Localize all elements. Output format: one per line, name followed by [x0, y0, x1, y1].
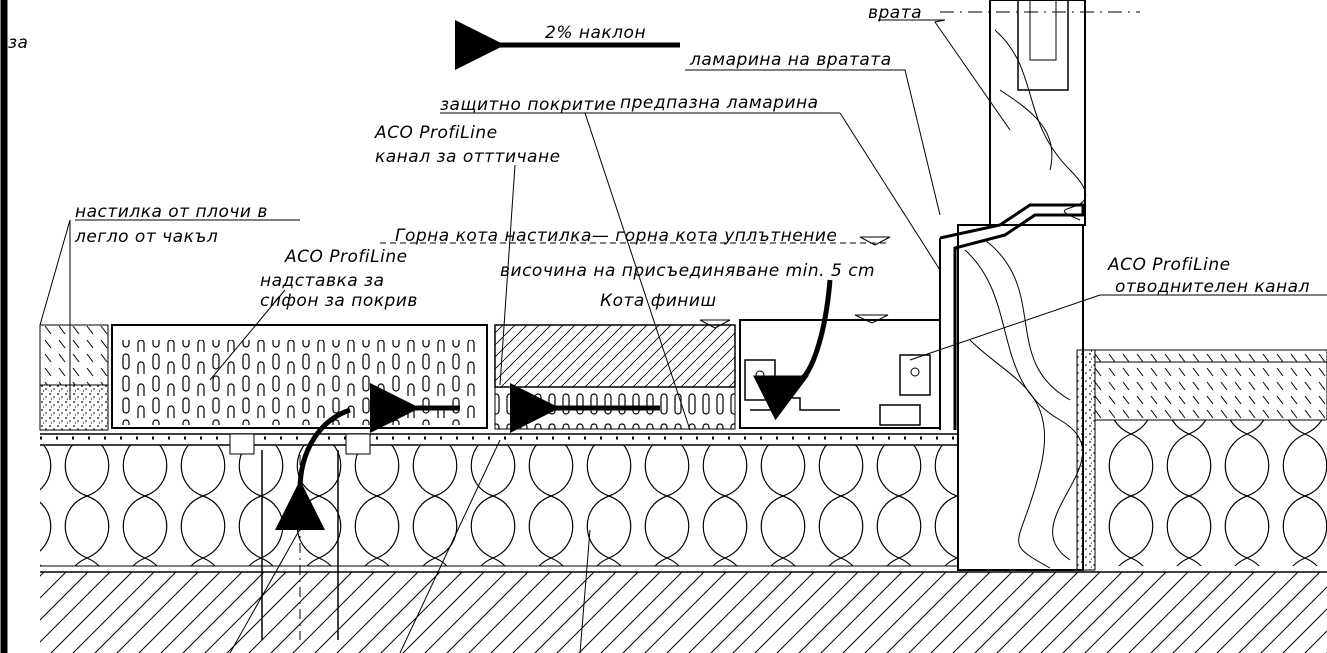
profiline-label-3: ACO ProfiLine	[1107, 255, 1231, 275]
finish-level-label: Кота финиш	[600, 291, 717, 311]
tile-paving-label: настилка от плочи в	[75, 202, 268, 222]
ground-layer	[40, 572, 1327, 653]
profiline-label-1: ACO ProfiLine	[374, 123, 498, 143]
extension-label: надставка за	[260, 271, 385, 291]
top-level-label: Горна кота настилка— горна кота уплътнен…	[395, 226, 837, 246]
door-label: врата	[868, 3, 922, 23]
gravel-bed-label: легло от чакъл	[74, 227, 218, 247]
door-sheet-label: ламарина на вратата	[689, 50, 892, 70]
door-frame	[957, 224, 1084, 571]
profiline-label-2: ACO ProfiLine	[284, 247, 408, 267]
corner-label: за	[8, 33, 28, 53]
insulation-layer-right	[1095, 420, 1327, 566]
insulation-layer	[40, 445, 958, 566]
door-leaf	[989, 0, 1086, 226]
drainage-channel-box	[739, 319, 941, 429]
roof-siphon-label: сифон за покрив	[260, 291, 418, 311]
right-wall	[1076, 349, 1096, 571]
flow-arrow-4	[753, 279, 833, 421]
drain-channel-label: канал за отттичане	[375, 147, 561, 167]
connection-height-label: височина на присъединяване min. 5 cm	[500, 261, 875, 281]
protective-sheet-label: предпазна ламарина	[620, 93, 819, 113]
door-sheet-metal	[939, 203, 1085, 430]
protective-coat-label: защитно покритие	[440, 95, 616, 115]
slope-label: 2% наклон	[545, 23, 646, 43]
drainage-channel-label: отводнителен канал	[1115, 277, 1310, 297]
middle-paving	[494, 324, 736, 388]
tile-paving	[39, 324, 109, 386]
gravel-bed	[39, 384, 109, 431]
siphon-extension-slots	[120, 340, 480, 425]
flow-arrow-3	[274, 407, 351, 531]
